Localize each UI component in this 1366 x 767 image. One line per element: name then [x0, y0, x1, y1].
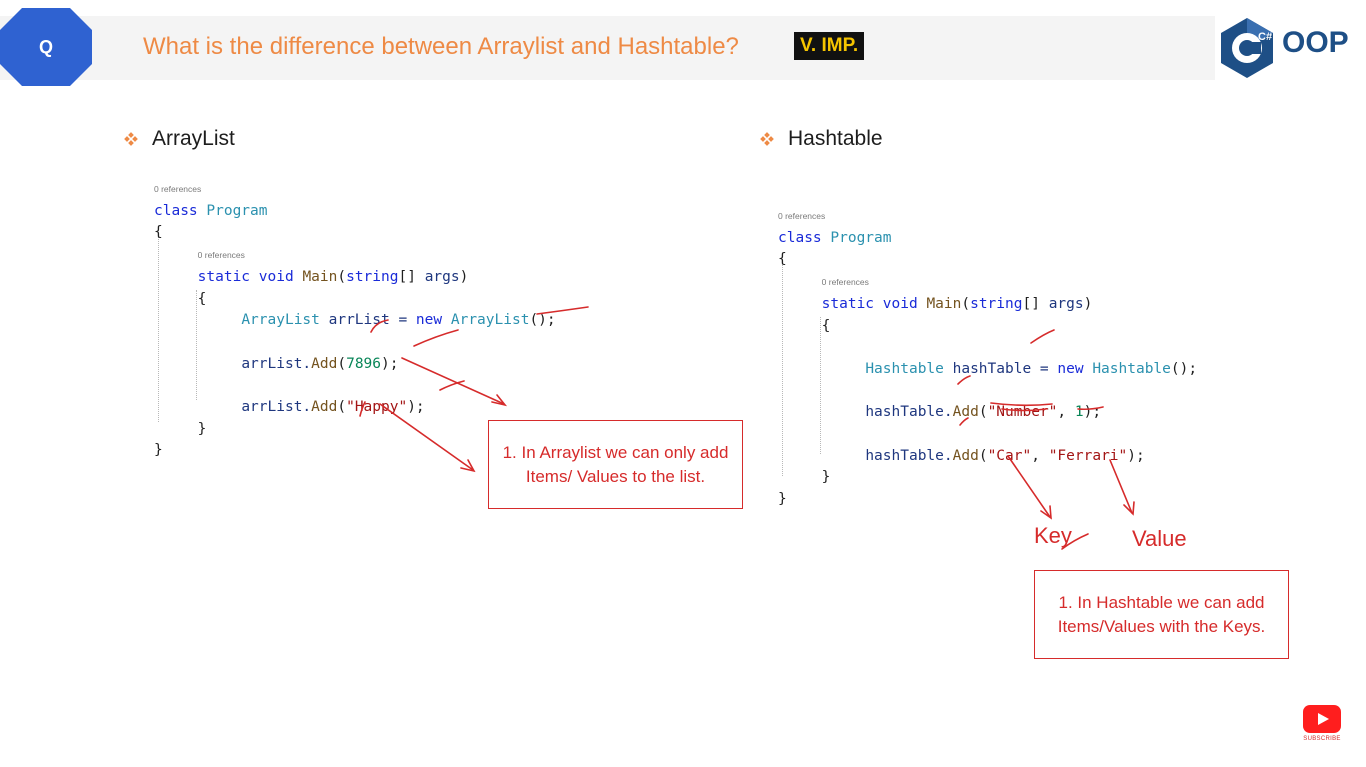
hashtable-heading: Hashtable: [760, 127, 883, 151]
arraylist-note-text: 1. In Arraylist we can only add Items/ V…: [502, 442, 729, 486]
arraylist-heading-text: ArrayList: [152, 127, 235, 150]
code-lens: 0 references: [154, 184, 202, 194]
logo-text: OOP: [1282, 26, 1349, 59]
subscribe-label: SUBSCRIBE: [1303, 736, 1341, 742]
question-badge-shape: [0, 8, 92, 86]
indent-guide: [782, 263, 783, 476]
arraylist-code: 0 references class Program { 0 reference…: [154, 184, 556, 459]
csharp-oop-logo: C# OOP: [1216, 16, 1356, 82]
subscribe-button[interactable]: SUBSCRIBE: [1300, 705, 1344, 745]
arraylist-note-box: 1. In Arraylist we can only add Items/ V…: [488, 420, 743, 509]
hashtable-heading-text: Hashtable: [788, 127, 883, 150]
key-label: Key: [1034, 523, 1072, 548]
indent-guide: [158, 236, 159, 422]
indent-guide: [196, 290, 197, 400]
arraylist-heading: ArrayList: [124, 127, 235, 151]
code-lens: 0 references: [778, 211, 826, 221]
csharp-logo-icon: C#: [1221, 18, 1273, 78]
diamond-bullet-icon: [760, 132, 774, 146]
header-band: [0, 16, 1215, 80]
logo-mark: C#: [1258, 31, 1272, 43]
diamond-bullet-icon: [124, 132, 138, 146]
question-title: What is the difference between Arraylist…: [143, 33, 739, 60]
indent-guide: [820, 317, 821, 454]
code-lens: 0 references: [821, 277, 869, 288]
hashtable-code: 0 references class Program { 0 reference…: [778, 211, 1198, 508]
value-label: Value: [1132, 526, 1187, 551]
hashtable-note-box: 1. In Hashtable we can add Items/Values …: [1034, 570, 1289, 659]
hashtable-note-text: 1. In Hashtable we can add Items/Values …: [1057, 592, 1266, 636]
code-lens: 0 references: [197, 250, 245, 261]
youtube-play-icon: [1303, 705, 1341, 733]
importance-badge: V. IMP.: [794, 32, 865, 60]
question-badge: Q: [38, 36, 53, 57]
